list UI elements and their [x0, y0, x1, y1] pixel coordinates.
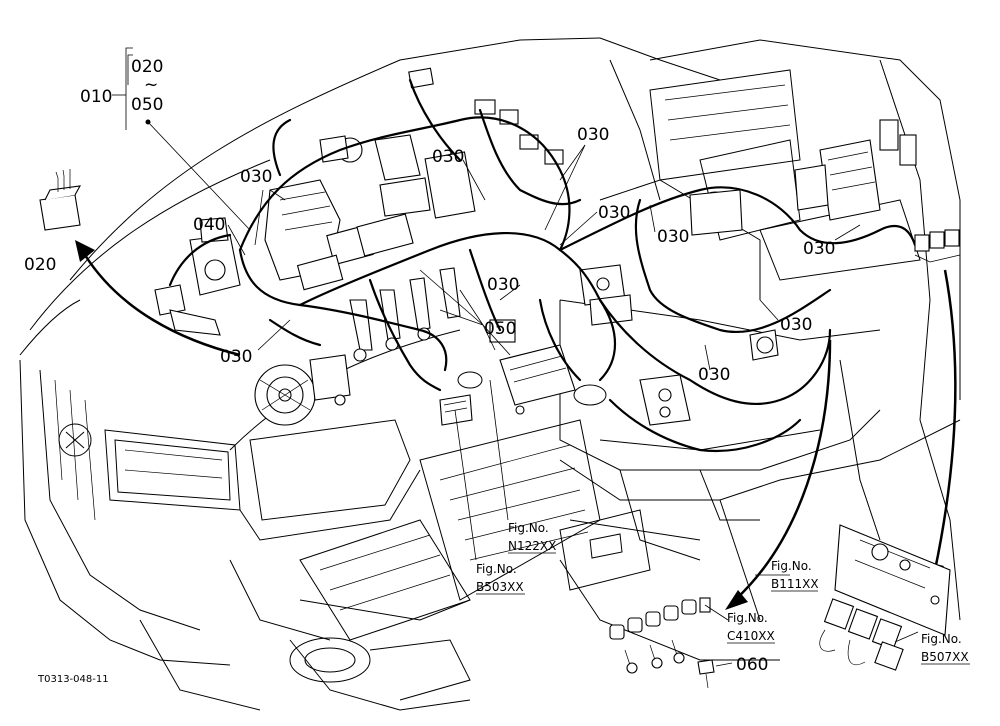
callout-030: 030 [698, 365, 730, 385]
callout-060: 060 [736, 655, 768, 675]
callout-030: 030 [220, 347, 252, 367]
figure-references: Fig.No. N122XX Fig.No. B503XX Fig.No. C4… [476, 521, 970, 665]
inset-c410-connectors [609, 597, 733, 689]
part-020-relay [39, 169, 82, 231]
engine-components [154, 67, 917, 426]
callout-range-separator: ~ [144, 75, 158, 95]
callout-030: 030 [577, 125, 609, 145]
fig-ref-b111-code: B111XX [771, 577, 819, 591]
callout-040: 040 [193, 215, 225, 235]
fig-ref-b503-code: B503XX [476, 580, 524, 594]
drawing-code: T0313-048-11 [37, 674, 109, 685]
callout-010: 010 [80, 87, 112, 107]
callout-050-range-end: 050 [131, 95, 163, 115]
inset-b111-b507-bracket [819, 229, 961, 671]
callout-030: 030 [803, 239, 835, 259]
callout-030: 030 [657, 227, 689, 247]
callout-030: 030 [487, 275, 519, 295]
callout-030: 030 [240, 167, 272, 187]
callout-020-range-start: 020 [131, 57, 163, 77]
callout-030: 030 [598, 203, 630, 223]
callout-050: 050 [484, 319, 516, 339]
fig-ref-b507-label: Fig.No. [921, 632, 962, 646]
fig-ref-b111-label: Fig.No. [771, 559, 812, 573]
fig-ref-c410-code: C410XX [727, 629, 775, 643]
callout-030: 030 [780, 315, 812, 335]
fig-ref-n122-code: N122XX [508, 539, 556, 553]
leader-lines [112, 47, 919, 643]
fig-ref-n122-label: Fig.No. [508, 521, 549, 535]
callout-020: 020 [24, 255, 56, 275]
callouts: 010 020 ~ 050 020 040 030 030 030 030 03… [24, 57, 835, 675]
fig-ref-b507-code: B507XX [921, 650, 969, 664]
fig-ref-c410-label: Fig.No. [727, 611, 768, 625]
callout-030: 030 [432, 147, 464, 167]
main-harness [168, 78, 917, 452]
fig-ref-b503-label: Fig.No. [476, 562, 517, 576]
